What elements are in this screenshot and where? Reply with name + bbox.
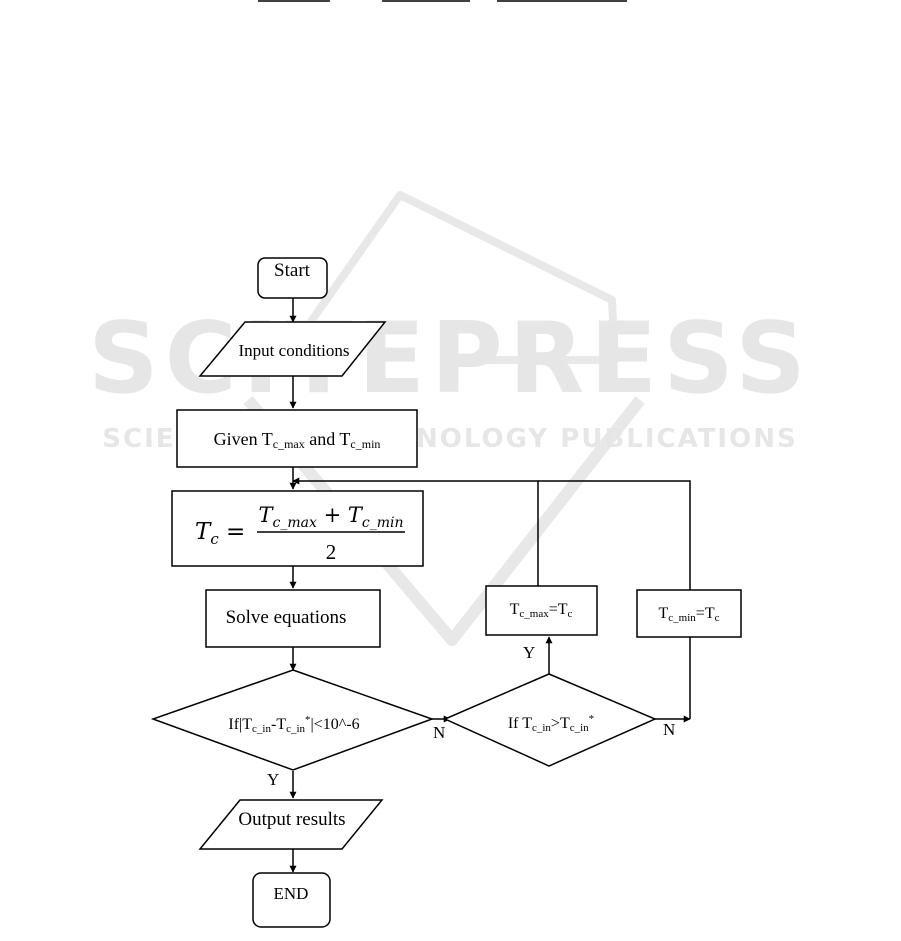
update-max-node: Tc_max=Tc — [486, 586, 597, 635]
solve-node: Solve equations — [206, 590, 380, 647]
label-yes-2: Y — [523, 643, 535, 662]
input-label: Input conditions — [239, 341, 350, 360]
output-node: Output results — [200, 800, 382, 849]
label-yes-1: Y — [267, 770, 279, 789]
formula-denominator: 2 — [326, 540, 337, 564]
solve-label: Solve equations — [226, 607, 347, 628]
given-node: Given Tc_max and Tc_min — [177, 410, 417, 467]
decision1-shape — [153, 670, 432, 770]
decision1-node: If|Tc_in-Tc_in*|<10^-6 — [153, 670, 432, 770]
label-no-2: N — [663, 720, 675, 739]
label-no-1: N — [433, 723, 445, 742]
update-min-node: Tc_min=Tc — [637, 590, 741, 637]
decision2-node: If Tc_in>Tc_in* — [445, 674, 655, 766]
end-label: END — [274, 884, 309, 903]
formula-lhs: Tc = — [195, 519, 245, 548]
watermark-brand: SCITEPRESS — [88, 302, 812, 416]
output-label: Output results — [238, 809, 345, 830]
end-node: END — [253, 873, 330, 927]
formula-node: Tc = Tc_max + Tc_min 2 — [172, 491, 423, 566]
start-node: Start — [258, 258, 327, 298]
start-label: Start — [274, 260, 311, 281]
